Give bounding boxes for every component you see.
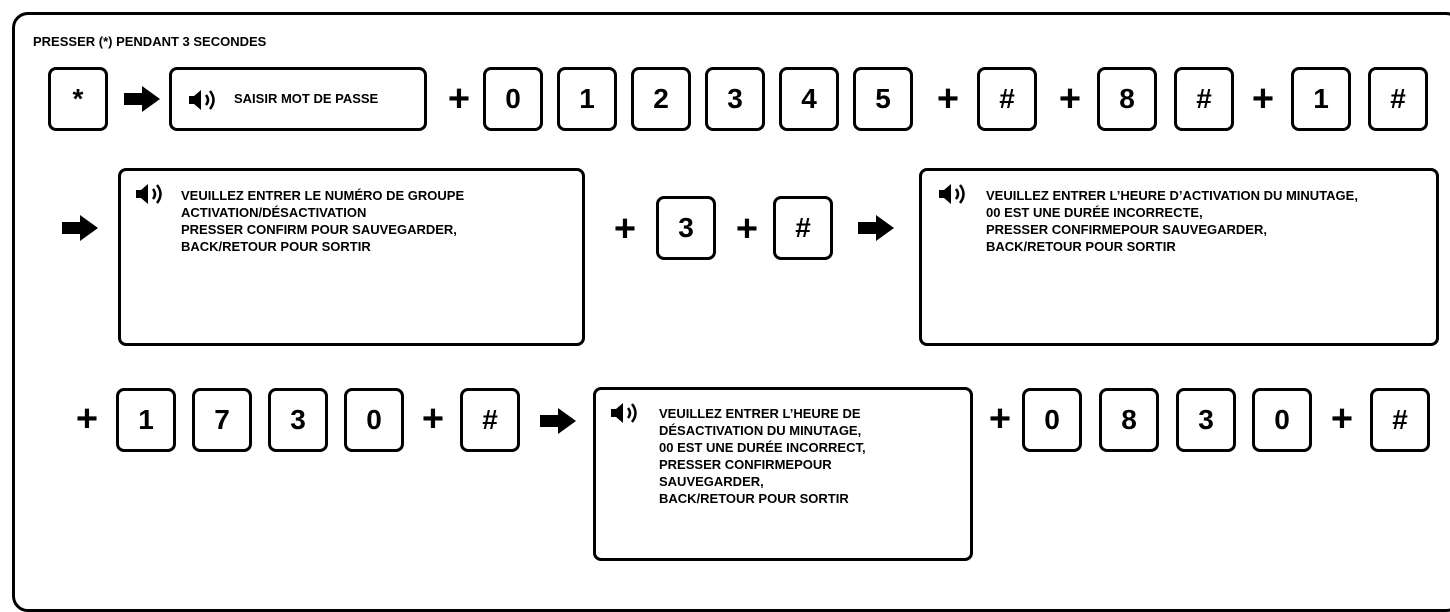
speaker-icon bbox=[136, 184, 162, 204]
activation-time-screen: VEUILLEZ ENTRER L’HEURE D’ACTIVATION DU … bbox=[919, 168, 1439, 346]
key-3: 3 bbox=[1176, 388, 1236, 452]
speaker-icon bbox=[189, 90, 215, 110]
arrow-right-icon bbox=[124, 86, 160, 112]
key-1: 1 bbox=[1291, 67, 1351, 131]
key-7: 7 bbox=[192, 388, 252, 452]
key-5: 5 bbox=[853, 67, 913, 131]
key-1: 1 bbox=[557, 67, 617, 131]
plus-symbol: + bbox=[613, 208, 637, 250]
key-3: 3 bbox=[656, 196, 716, 260]
key-2: 2 bbox=[631, 67, 691, 131]
plus-symbol: + bbox=[1330, 398, 1354, 440]
key-hash: # bbox=[773, 196, 833, 260]
key-0: 0 bbox=[344, 388, 404, 452]
key-0: 0 bbox=[483, 67, 543, 131]
arrow-right-icon bbox=[62, 215, 98, 241]
instruction-title: PRESSER (*) PENDANT 3 SECONDES bbox=[33, 34, 267, 49]
group-number-screen: VEUILLEZ ENTRER LE NUMÉRO DE GROUPE ACTI… bbox=[118, 168, 585, 346]
password-screen-text: SAISIR MOT DE PASSE bbox=[234, 91, 379, 106]
arrow-right-icon bbox=[540, 408, 576, 434]
plus-symbol: + bbox=[75, 398, 99, 440]
key-8: 8 bbox=[1097, 67, 1157, 131]
key-0: 0 bbox=[1252, 388, 1312, 452]
key-8: 8 bbox=[1099, 388, 1159, 452]
key-hash: # bbox=[1370, 388, 1430, 452]
speaker-icon bbox=[939, 184, 965, 204]
plus-symbol: + bbox=[1058, 78, 1082, 120]
deactivation-time-screen: VEUILLEZ ENTRER L’HEURE DE DÉSACTIVATION… bbox=[593, 387, 973, 561]
plus-symbol: + bbox=[1251, 78, 1275, 120]
speaker-icon bbox=[611, 403, 637, 423]
key-3: 3 bbox=[705, 67, 765, 131]
plus-symbol: + bbox=[447, 78, 471, 120]
plus-symbol: + bbox=[936, 78, 960, 120]
plus-symbol: + bbox=[421, 398, 445, 440]
key-1: 1 bbox=[116, 388, 176, 452]
key-3: 3 bbox=[268, 388, 328, 452]
key-4: 4 bbox=[779, 67, 839, 131]
group-number-screen-text: VEUILLEZ ENTRER LE NUMÉRO DE GROUPE ACTI… bbox=[181, 188, 465, 254]
key-hash: # bbox=[1174, 67, 1234, 131]
key-hash: # bbox=[1368, 67, 1428, 131]
key-star: * bbox=[48, 67, 108, 131]
key-hash: # bbox=[977, 67, 1037, 131]
password-screen: SAISIR MOT DE PASSE bbox=[169, 67, 427, 131]
plus-symbol: + bbox=[735, 208, 759, 250]
deactivation-time-screen-text: VEUILLEZ ENTRER L’HEURE DE DÉSACTIVATION… bbox=[659, 406, 866, 506]
arrow-right-icon bbox=[858, 215, 894, 241]
activation-time-screen-text: VEUILLEZ ENTRER L’HEURE D’ACTIVATION DU … bbox=[986, 188, 1358, 254]
plus-symbol: + bbox=[988, 398, 1012, 440]
key-hash: # bbox=[460, 388, 520, 452]
key-0: 0 bbox=[1022, 388, 1082, 452]
